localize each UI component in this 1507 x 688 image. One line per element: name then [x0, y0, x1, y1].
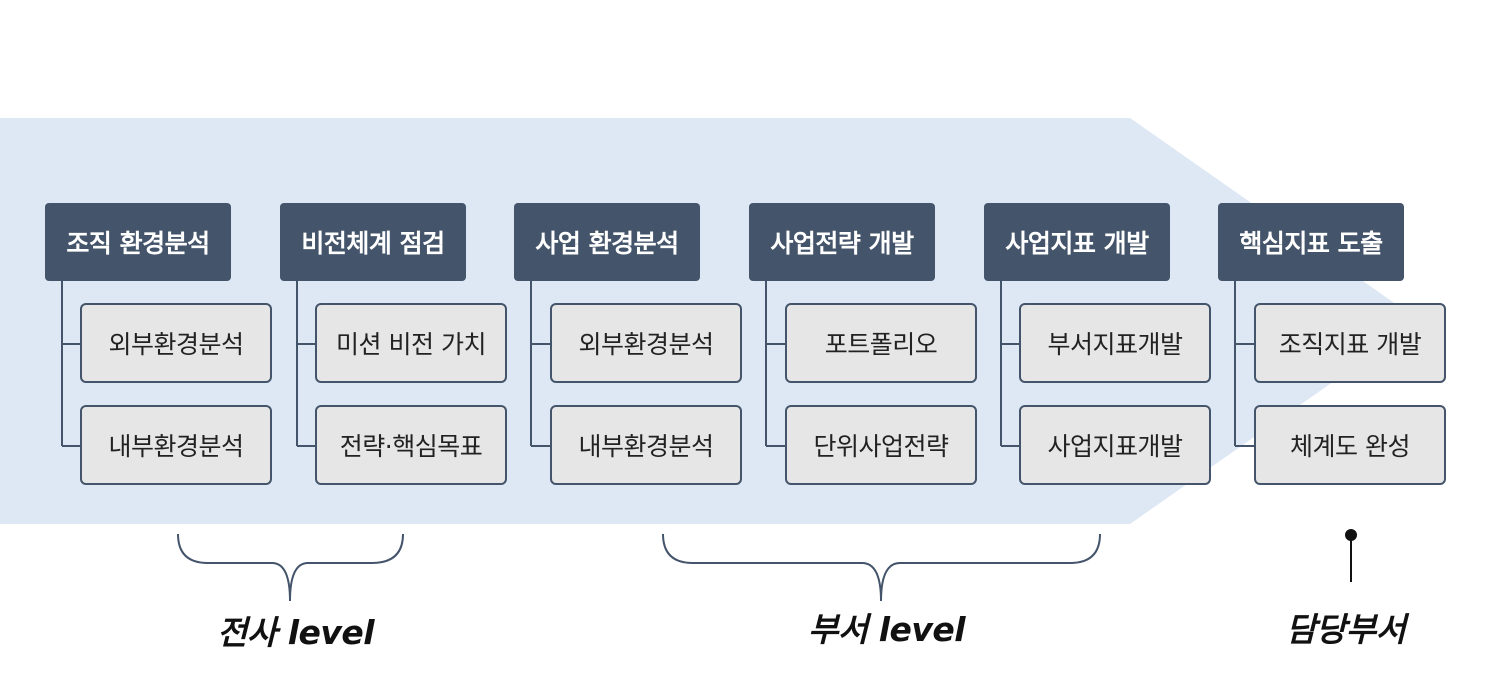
connector-branch [1001, 343, 1020, 345]
connector-line [61, 281, 63, 446]
step-item: 미션 비전 가치 [315, 303, 507, 383]
step-item: 사업지표개발 [1019, 405, 1211, 485]
connector-line [530, 281, 532, 446]
step-item: 단위사업전략 [785, 405, 977, 485]
step-item: 체계도 완성 [1254, 405, 1446, 485]
connector-branch [62, 445, 81, 447]
step-header: 핵심지표 도출 [1218, 203, 1404, 281]
connector-line [296, 281, 298, 446]
company-level-label: 전사 level [217, 613, 375, 652]
department-level-brace [662, 533, 1101, 602]
step-header: 사업전략 개발 [749, 203, 935, 281]
connector-branch [297, 343, 316, 345]
connector-branch [766, 445, 785, 447]
connector-branch [1235, 343, 1254, 345]
company-level-brace [177, 533, 404, 602]
connector-branch [1001, 445, 1020, 447]
step-item: 부서지표개발 [1019, 303, 1211, 383]
step-header: 사업지표 개발 [984, 203, 1170, 281]
connector-branch [1235, 445, 1254, 447]
step-item: 조직지표 개발 [1254, 303, 1446, 383]
step-item: 내부환경분석 [550, 405, 742, 485]
step-header: 조직 환경분석 [45, 203, 231, 281]
connector-branch [766, 343, 785, 345]
connector-line [1234, 281, 1236, 446]
step-item: 전략·핵심목표 [315, 405, 507, 485]
step-item: 외부환경분석 [550, 303, 742, 383]
step-header: 비전체계 점검 [280, 203, 466, 281]
step-item: 외부환경분석 [80, 303, 272, 383]
step-item: 포트폴리오 [785, 303, 977, 383]
department-level-label: 부서 level [808, 610, 966, 649]
connector-branch [531, 343, 550, 345]
owner-department-label: 담당부서 [1286, 610, 1406, 649]
connector-branch [62, 343, 81, 345]
connector-branch [297, 445, 316, 447]
connector-branch [531, 445, 550, 447]
connector-line [1000, 281, 1002, 446]
connector-line [765, 281, 767, 446]
step-header: 사업 환경분석 [514, 203, 700, 281]
step-item: 내부환경분석 [80, 405, 272, 485]
